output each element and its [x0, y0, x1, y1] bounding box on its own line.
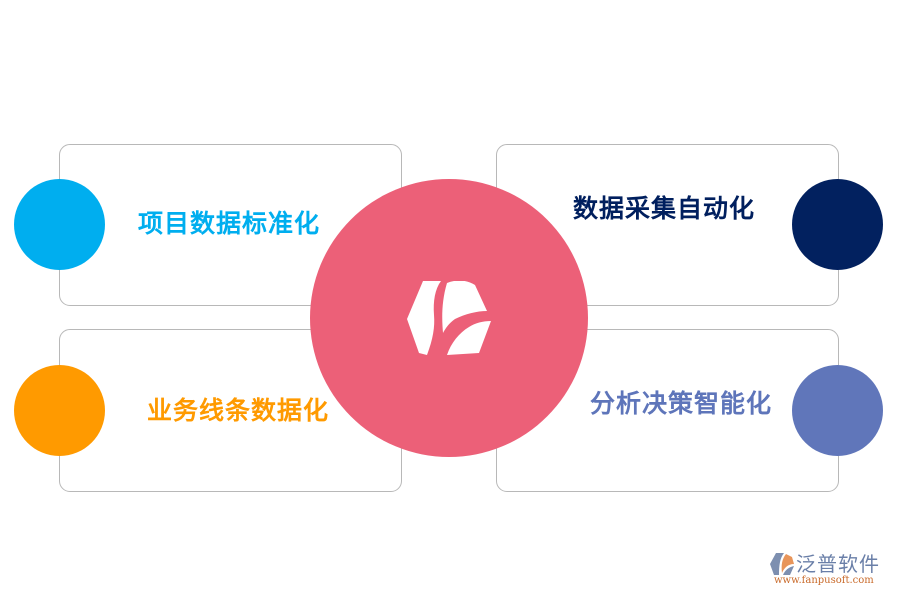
central-hub-circle	[310, 179, 588, 457]
dot-top-left	[14, 179, 105, 270]
watermark-brand-name: 泛普软件	[796, 552, 880, 576]
dot-top-right	[792, 179, 883, 270]
label-data-collection-automation: 数据采集自动化	[573, 194, 756, 223]
label-project-data-standardization: 项目数据标准化	[138, 209, 321, 238]
dot-bottom-left	[14, 365, 105, 456]
brand-hexagon-leaf-icon	[407, 281, 491, 355]
label-business-line-digitization: 业务线条数据化	[147, 396, 330, 425]
fanpu-logo-icon	[770, 553, 794, 575]
watermark: 泛普软件 www.fanpusoft.com	[770, 553, 895, 593]
label-analysis-decision-intelligence: 分析决策智能化	[590, 389, 773, 418]
dot-bottom-right	[792, 365, 883, 456]
watermark-url: www.fanpusoft.com	[774, 575, 874, 586]
